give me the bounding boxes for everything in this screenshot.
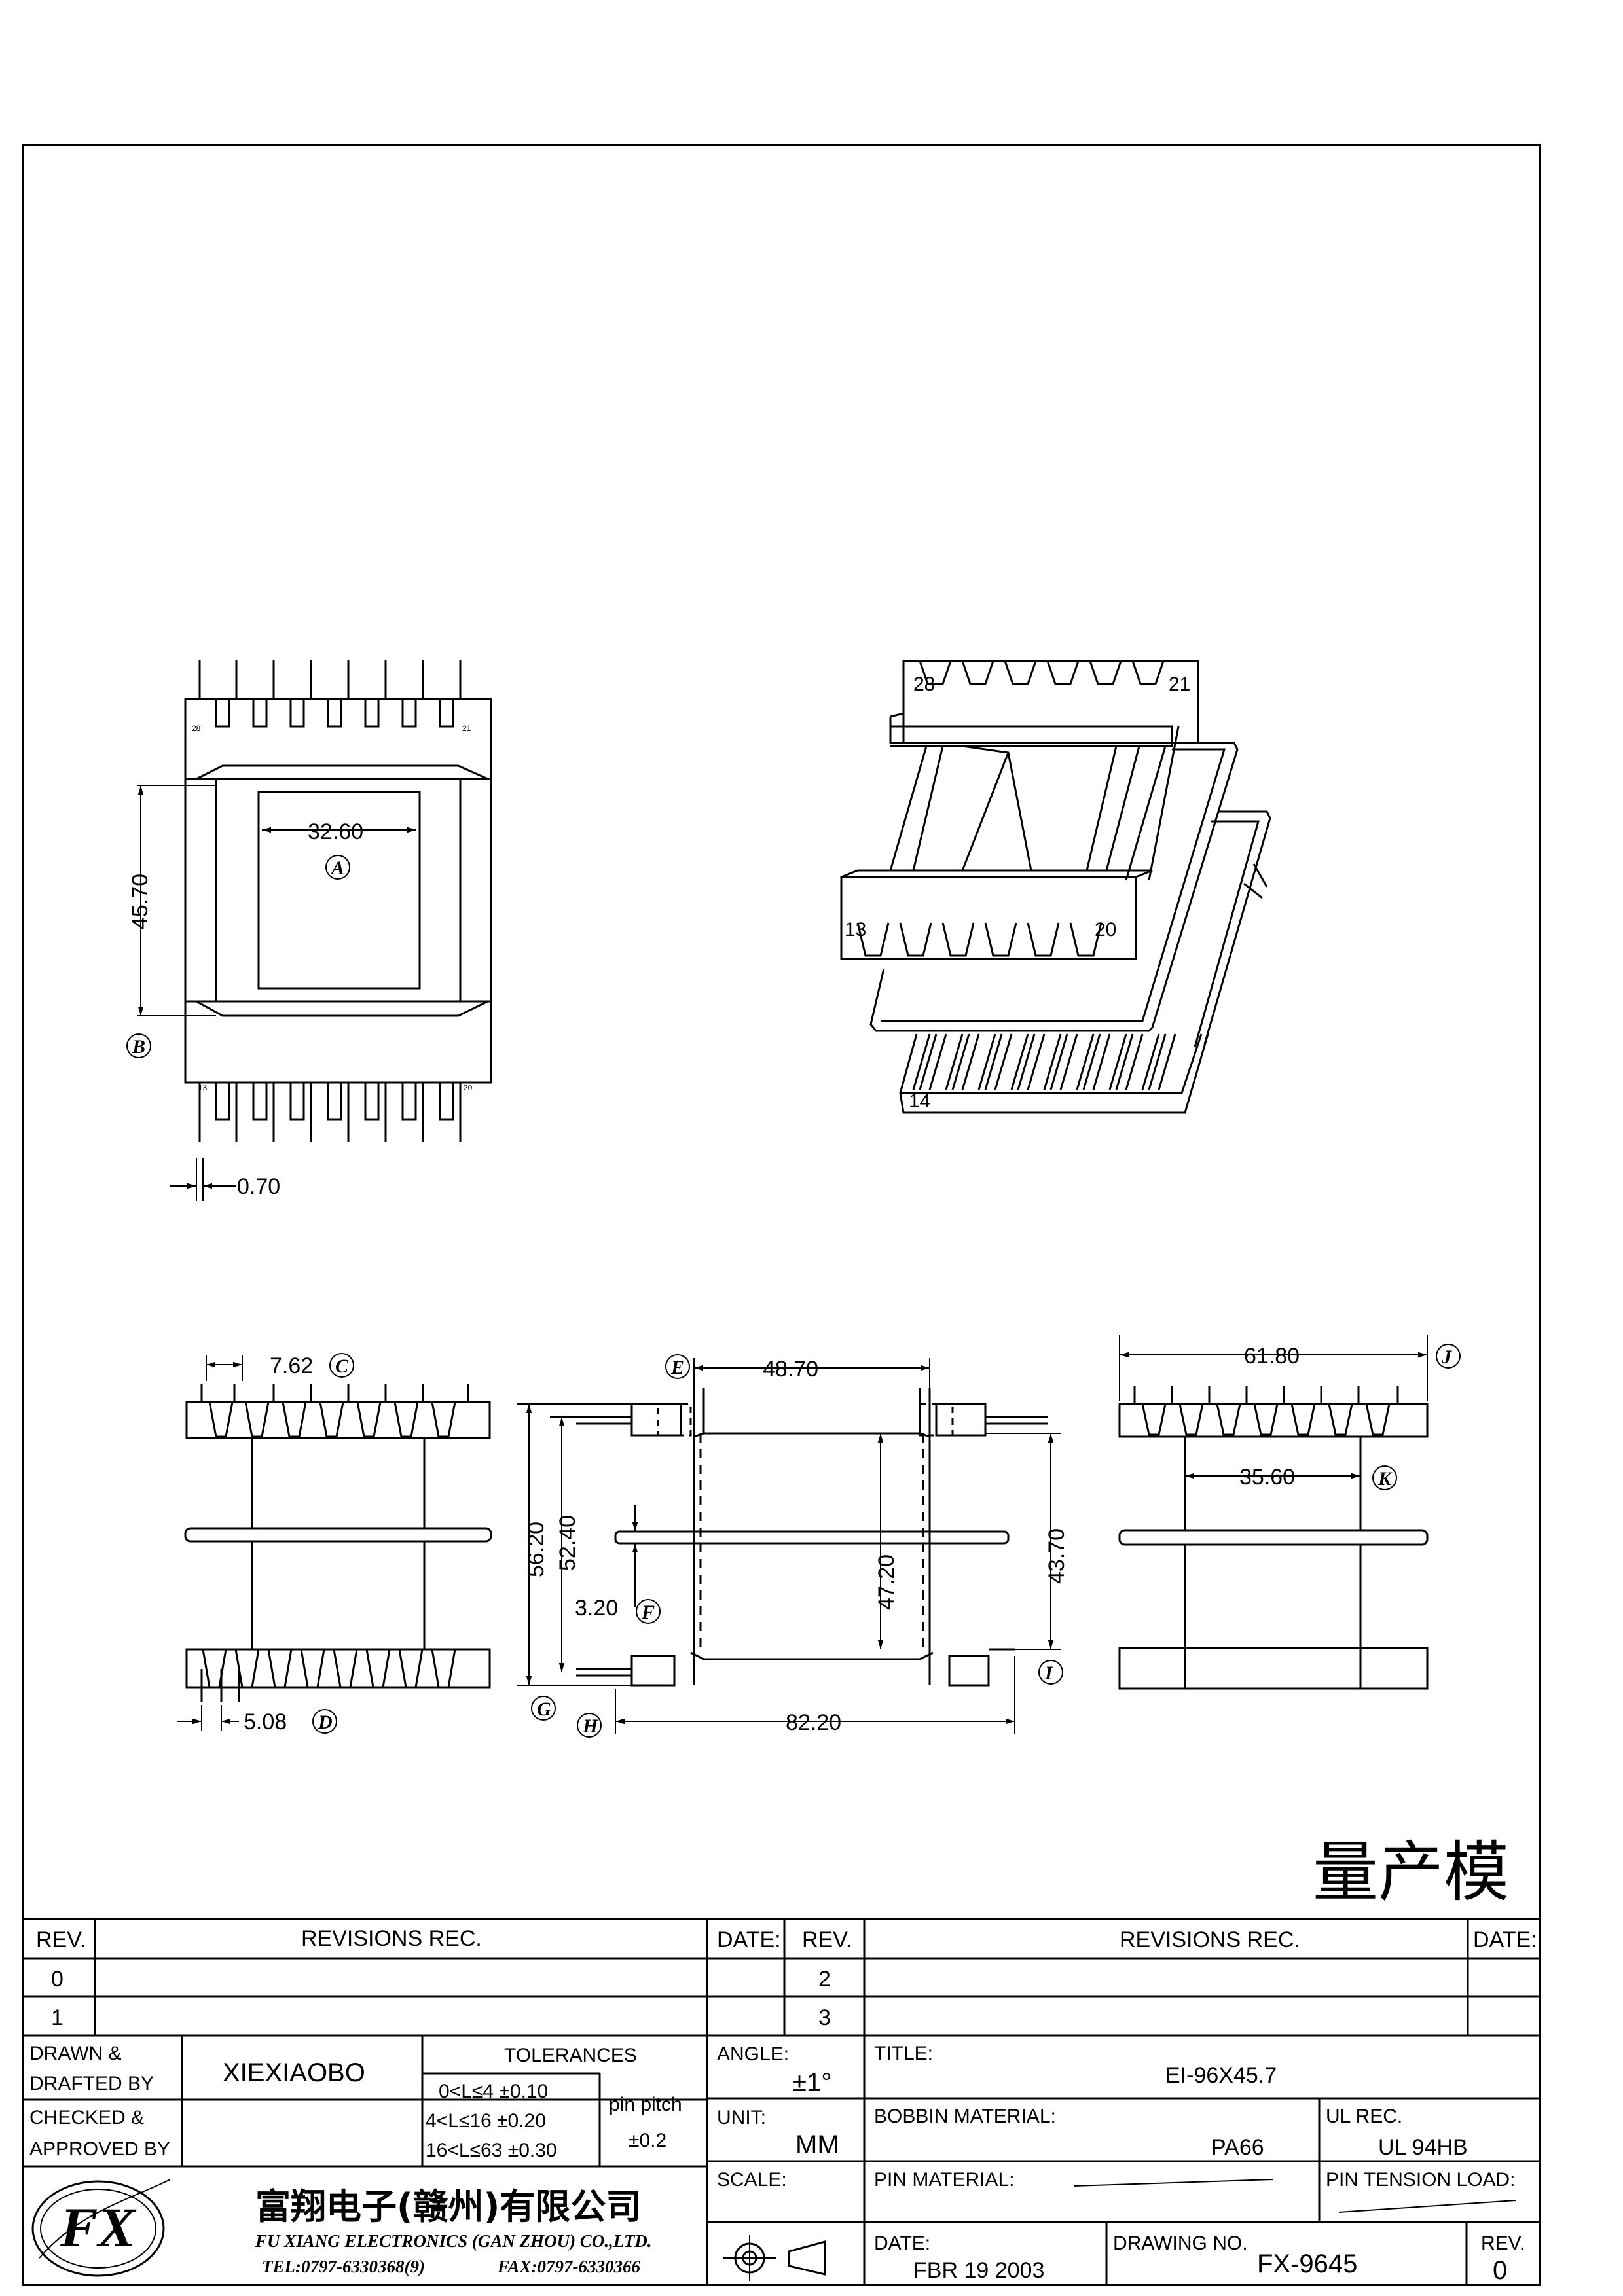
dim-k-label: 35.60 <box>1239 1465 1295 1490</box>
marker-e: E <box>670 1357 684 1378</box>
drawn-by-value: XIEXIAOBO <box>223 2058 365 2087</box>
checked-label-2: APPROVED BY <box>29 2138 170 2160</box>
iso-pin-13-label: 13 <box>845 919 866 941</box>
tol-row-1: 0<L≤4 ±0.10 <box>439 2081 548 2102</box>
pin-20-label: 20 <box>464 1083 473 1092</box>
marker-g: G <box>537 1698 551 1720</box>
iso-pin-21-label: 21 <box>1169 673 1190 695</box>
unit-value: MM <box>795 2130 839 2159</box>
angle-value: ±1° <box>792 2068 831 2097</box>
scale-label: SCALE: <box>717 2169 787 2191</box>
drawn-label-2: DRAFTED BY <box>29 2073 154 2094</box>
rev-row-0: 0 <box>51 1967 64 1992</box>
tolerances-label: TOLERANCES <box>504 2045 637 2066</box>
tol-row-3: 16<L≤63 ±0.30 <box>426 2140 557 2161</box>
drawn-label-1: DRAWN & <box>29 2043 122 2064</box>
rev-row-3: 3 <box>818 2005 831 2030</box>
dim-i-label: 43.70 <box>1044 1528 1069 1584</box>
drawing-no-label: DRAWING NO. <box>1113 2233 1248 2254</box>
marker-h: H <box>582 1715 599 1737</box>
rev-header-right: REV. <box>802 1928 852 1952</box>
rev-row-1: 1 <box>51 2005 64 2030</box>
company-logo-text: FX <box>60 2196 137 2259</box>
dim-f-label: 3.20 <box>575 1596 618 1621</box>
bobbin-value: PA66 <box>1211 2135 1264 2160</box>
marker-f: F <box>641 1602 655 1623</box>
end-view <box>1118 1335 1429 1690</box>
title-label: TITLE: <box>874 2043 933 2064</box>
side-view <box>517 1358 1061 1734</box>
marker-c: C <box>335 1355 349 1377</box>
iso-pin-28-label: 28 <box>913 673 935 695</box>
company-fax: FAX:0797-6330366 <box>497 2257 641 2276</box>
dim-height-2-label: 52.40 <box>555 1515 580 1571</box>
iso-pin-20-label: 20 <box>1095 919 1116 941</box>
rev-value: 0 <box>1493 2256 1507 2285</box>
dim-j-label: 61.80 <box>1244 1344 1300 1369</box>
dim-e-label: 48.70 <box>763 1357 818 1382</box>
revisions-header-left: REVISIONS REC. <box>301 1926 482 1951</box>
ul-value: UL 94HB <box>1378 2135 1468 2160</box>
pin-13-label: 13 <box>198 1083 208 1092</box>
drawing-no-value: FX-9645 <box>1257 2250 1357 2278</box>
production-stamp: 量产模 <box>1313 1834 1509 1910</box>
front-view <box>177 1355 492 1731</box>
revisions-header-right: REVISIONS REC. <box>1120 1928 1300 1952</box>
pin-21-label: 21 <box>462 724 471 733</box>
rev-header-left: REV. <box>36 1928 86 1952</box>
dim-d-label: 5.08 <box>244 1710 287 1734</box>
isometric-view <box>840 660 1271 1114</box>
angle-label: ANGLE: <box>717 2043 789 2065</box>
marker-b: B <box>132 1036 145 1058</box>
pin-pitch-value: ±0.2 <box>629 2130 666 2151</box>
company-tel: TEL:0797-6330368(9) <box>262 2257 425 2276</box>
date-header-right: DATE: <box>1473 1928 1537 1952</box>
pin-material-label: PIN MATERIAL: <box>874 2169 1014 2191</box>
pin-28-label: 28 <box>192 724 201 733</box>
unit-label: UNIT: <box>717 2107 766 2128</box>
marker-a: A <box>330 857 344 879</box>
checked-label-1: CHECKED & <box>29 2107 144 2128</box>
top-view <box>137 660 492 1201</box>
rev-label: REV. <box>1481 2233 1525 2254</box>
dim-length-label: 82.20 <box>786 1710 841 1735</box>
dim-pin-width-label: 0.70 <box>237 1174 280 1199</box>
company-name-cn: 富翔电子(赣州)有限公司 <box>255 2186 641 2227</box>
dim-height-3-label: 47.20 <box>874 1554 899 1610</box>
marker-d: D <box>318 1712 333 1733</box>
marker-j: J <box>1441 1346 1452 1368</box>
dim-b-label: 45.70 <box>128 874 153 929</box>
ul-label: UL REC. <box>1326 2106 1402 2127</box>
marker-i: I <box>1044 1662 1053 1684</box>
bobbin-label: BOBBIN MATERIAL: <box>874 2106 1056 2127</box>
pin-pitch-label: pin pitch <box>609 2094 682 2115</box>
iso-pin-14-label: 14 <box>909 1090 930 1112</box>
marker-k: K <box>1377 1468 1393 1490</box>
rev-row-2: 2 <box>818 1967 831 1992</box>
dim-c-label: 7.62 <box>270 1354 313 1378</box>
pin-tension-label: PIN TENSION LOAD: <box>1326 2169 1516 2191</box>
date-label: DATE: <box>874 2233 930 2254</box>
drawing-frame <box>22 144 1541 2286</box>
dim-height-1-label: 56.20 <box>524 1522 549 1577</box>
title-block-grid <box>22 1918 1541 2286</box>
tol-row-2: 4<L≤16 ±0.20 <box>426 2110 546 2132</box>
dim-a-label: 32.60 <box>308 819 363 844</box>
date-header-left: DATE: <box>717 1928 781 1952</box>
title-value: EI-96X45.7 <box>1165 2063 1277 2088</box>
date-value: FBR 19 2003 <box>913 2258 1044 2283</box>
company-name-en: FU XIANG ELECTRONICS (GAN ZHOU) CO.,LTD. <box>255 2231 652 2251</box>
